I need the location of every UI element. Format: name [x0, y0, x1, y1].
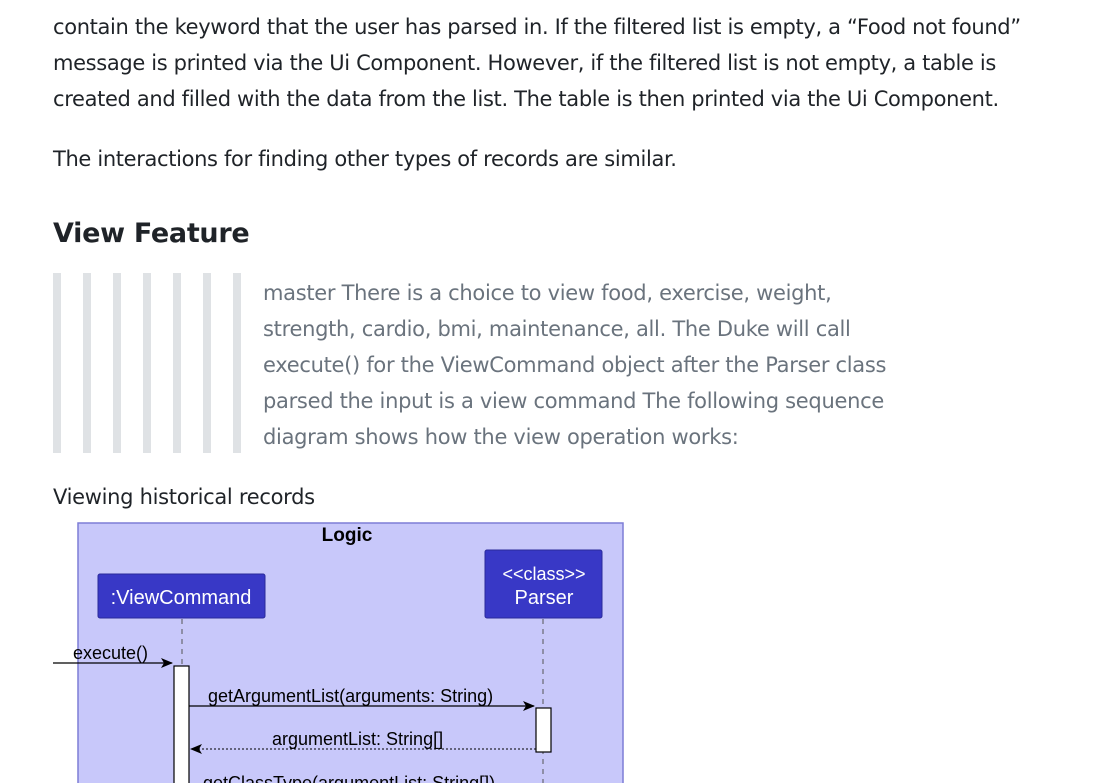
activation-parser [535, 707, 552, 753]
paragraph-other-records: The interactions for finding other types… [53, 147, 677, 171]
participant-parser [484, 549, 603, 619]
participant-viewcommand-label: :ViewCommand [111, 587, 252, 609]
sequence-diagram: Logic :ViewCommand <<class>> Parser exec… [0, 515, 640, 783]
message-argumentlist-return-label: argumentList: String[] [272, 729, 443, 749]
participant-parser-label: Parser [515, 587, 574, 609]
blockquote-text: master There is a choice to view food, e… [263, 281, 887, 449]
message-getclasstype-label: getClassType(argumentList: String[]) [203, 773, 495, 783]
paragraph-find-description: contain the keyword that the user has pa… [53, 15, 1021, 111]
activation-viewcommand [173, 665, 190, 783]
blockquote-bars [53, 273, 243, 453]
message-getargumentlist-label: getArgumentList(arguments: String) [208, 686, 493, 706]
participant-parser-stereotype: <<class>> [502, 564, 585, 584]
message-execute-label: execute() [73, 643, 148, 663]
figure-caption: Viewing historical records [53, 485, 315, 509]
participant-viewcommand [97, 573, 266, 619]
section-heading-view-feature: View Feature [53, 218, 250, 249]
diagram-frame-title: Logic [322, 525, 373, 546]
